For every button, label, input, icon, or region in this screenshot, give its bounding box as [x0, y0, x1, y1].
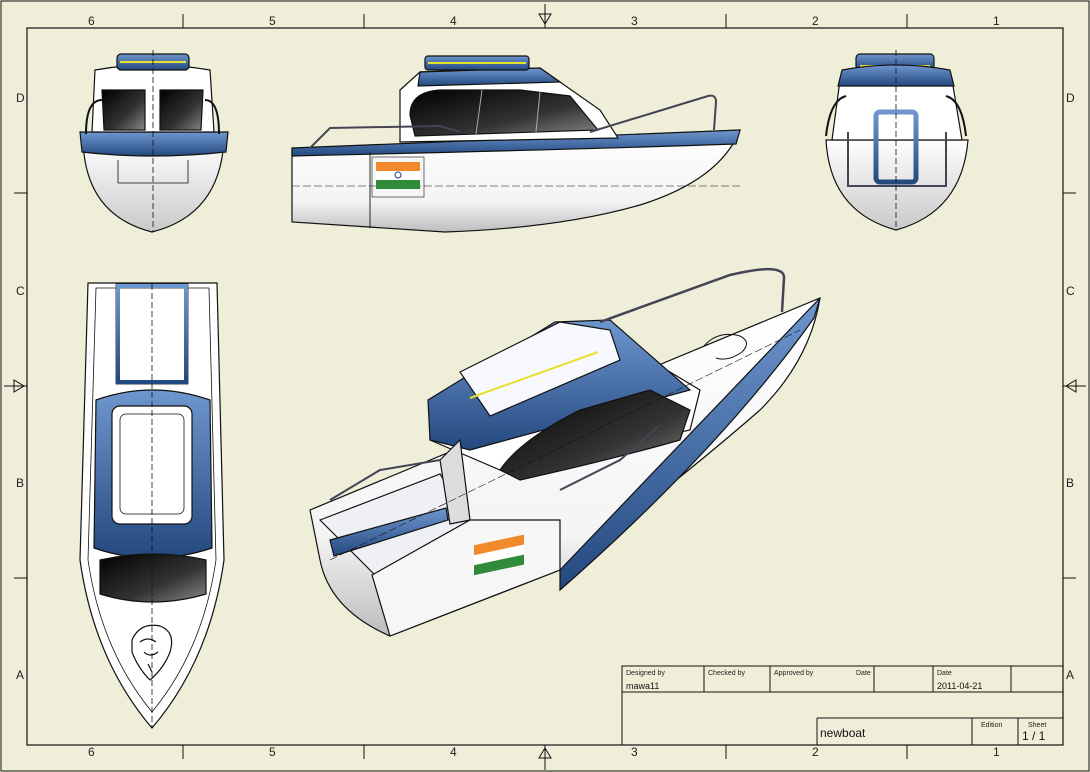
date-label: Date — [937, 670, 952, 677]
approved-by-label: Approved by — [774, 670, 814, 677]
boat-side-view-icon — [291, 55, 741, 233]
zone-ticks — [14, 14, 1076, 759]
boat-front-view-icon — [79, 50, 229, 233]
svg-text:4: 4 — [450, 14, 457, 28]
designed-by-label: Designed by — [626, 670, 665, 677]
boat-rear-view-icon — [825, 50, 969, 231]
iso-flag-decal-icon — [474, 534, 524, 576]
title-block-text: Designed by mawa11 Checked by Approved b… — [626, 670, 1046, 743]
svg-text:2: 2 — [812, 745, 819, 759]
svg-text:A: A — [1066, 668, 1074, 682]
title-block — [621, 665, 1064, 746]
zone-labels-right: D C B A — [1066, 91, 1075, 682]
boat-top-view-icon — [79, 282, 225, 729]
zone-labels-top: 6 5 4 3 2 1 — [88, 14, 1000, 28]
svg-text:D: D — [1066, 91, 1075, 105]
svg-text:B: B — [16, 476, 24, 490]
drawing-title: newboat — [820, 726, 866, 740]
centering-arrows — [4, 4, 1086, 770]
edition-label: Edition — [981, 722, 1003, 729]
lion-head-decal-icon — [131, 624, 173, 681]
zone-labels-bottom: 6 5 4 3 2 1 — [88, 745, 1000, 759]
sheet-label: Sheet — [1028, 722, 1046, 729]
date-value: 2011-04-21 — [937, 681, 982, 691]
svg-text:4: 4 — [450, 745, 457, 759]
svg-text:3: 3 — [631, 745, 638, 759]
svg-text:5: 5 — [269, 14, 276, 28]
svg-text:D: D — [16, 91, 25, 105]
sheet-value: 1 / 1 — [1022, 729, 1046, 743]
svg-text:2: 2 — [812, 14, 819, 28]
svg-text:5: 5 — [269, 745, 276, 759]
designed-by-value: mawa11 — [626, 681, 659, 691]
svg-text:6: 6 — [88, 745, 95, 759]
svg-text:1: 1 — [993, 14, 1000, 28]
svg-text:A: A — [16, 668, 24, 682]
checked-by-label: Checked by — [708, 670, 745, 677]
india-flag-decal-icon — [376, 162, 420, 189]
svg-text:1: 1 — [993, 745, 1000, 759]
svg-text:C: C — [1066, 284, 1075, 298]
svg-text:B: B — [1066, 476, 1074, 490]
zone-labels-left: D C B A — [16, 91, 25, 682]
svg-text:3: 3 — [631, 14, 638, 28]
svg-text:6: 6 — [88, 14, 95, 28]
svg-text:C: C — [16, 284, 25, 298]
date-label-approved: Date — [856, 670, 871, 677]
boat-isometric-view-icon — [309, 267, 821, 637]
